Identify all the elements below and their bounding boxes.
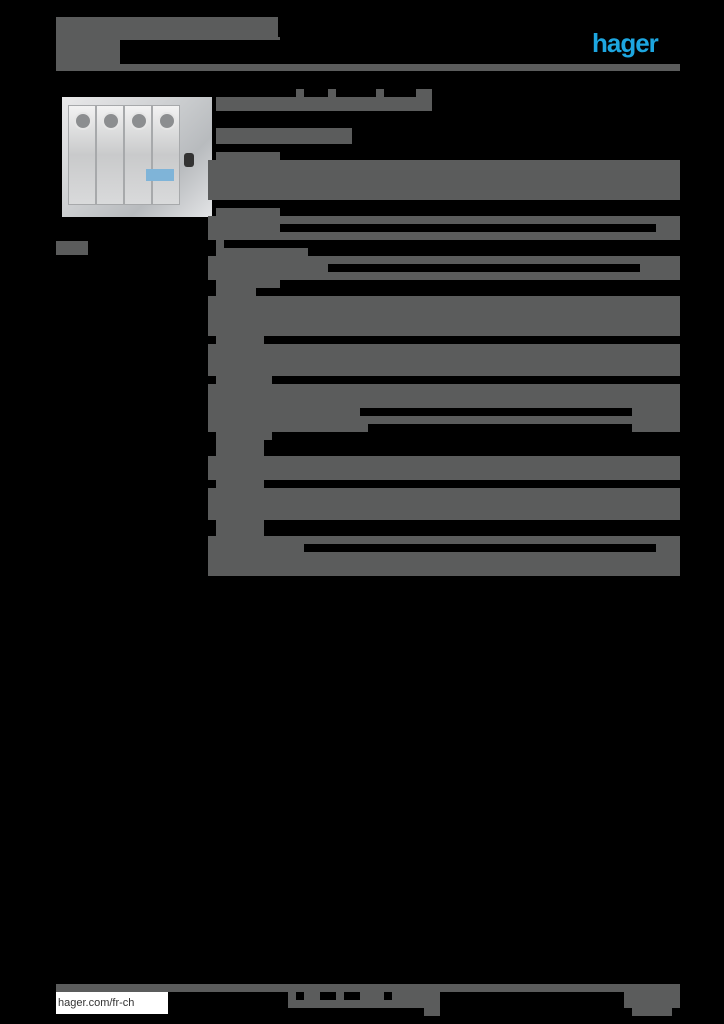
switch-handle [184, 153, 194, 167]
spec-row [208, 456, 680, 480]
product-name [216, 97, 432, 111]
footer-page-info [624, 984, 680, 1008]
header-rule [56, 64, 680, 71]
website-link[interactable]: hager.com/fr-ch [56, 992, 168, 1014]
hager-logo[interactable]: hager [592, 28, 659, 58]
product-reference [216, 128, 352, 144]
spec-row [208, 344, 680, 376]
footer-rule [56, 984, 680, 992]
spec-row [208, 536, 680, 576]
spec-section-heading [216, 152, 280, 162]
document-subtitle [56, 37, 120, 65]
product-image [62, 97, 212, 217]
spec-row [208, 296, 680, 336]
spec-row [208, 160, 680, 200]
product-label-sticker [146, 169, 174, 181]
spec-row [208, 488, 680, 520]
document-title [56, 17, 278, 37]
footer-center-text [288, 992, 440, 1008]
product-reference-caption [56, 241, 88, 255]
